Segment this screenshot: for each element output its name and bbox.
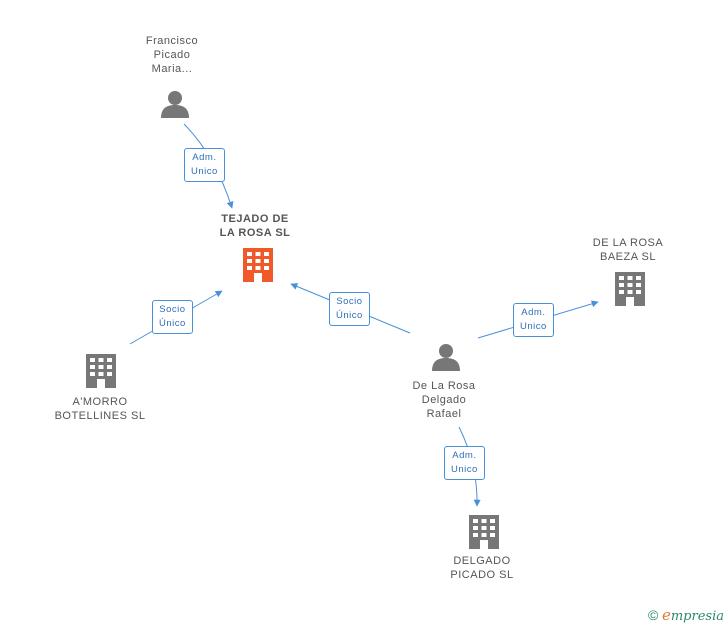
brand-logo-text: mpresia — [670, 609, 724, 624]
edge-label-rafael-baeza: Adm. Unico — [513, 303, 554, 337]
edge-label-rafael-delgado: Adm. Unico — [444, 446, 485, 480]
edge-label-amorro-tejado: Socio Único — [152, 300, 193, 334]
node-label-amorro[interactable]: A'MORRO BOTELLINES SL — [54, 396, 146, 422]
edge-label-rafael-tejado: Socio Único — [329, 292, 370, 326]
node-label-tejado[interactable]: TEJADO DE LA ROSA SL — [219, 213, 291, 239]
node-label-francisco[interactable]: Francisco Picado Maria... — [145, 35, 199, 75]
building-icon-amorro[interactable] — [86, 354, 116, 388]
building-icon-tejado[interactable] — [243, 248, 273, 282]
building-icon-delgado[interactable] — [469, 515, 499, 549]
person-icon-rafael[interactable] — [432, 344, 460, 371]
node-label-rafael[interactable]: De La Rosa Delgado Rafael — [412, 380, 476, 420]
node-label-baeza[interactable]: DE LA ROSA BAEZA SL — [592, 237, 664, 263]
person-icon-francisco[interactable] — [161, 91, 189, 118]
brand-footer: © empresia — [648, 606, 724, 624]
edge-label-francisco-tejado: Adm. Unico — [184, 148, 225, 182]
node-label-delgado[interactable]: DELGADO PICADO SL — [450, 555, 514, 581]
copyright-icon: © — [648, 607, 659, 623]
building-icon-baeza[interactable] — [615, 272, 645, 306]
brand-logo-e: e — [661, 606, 671, 624]
